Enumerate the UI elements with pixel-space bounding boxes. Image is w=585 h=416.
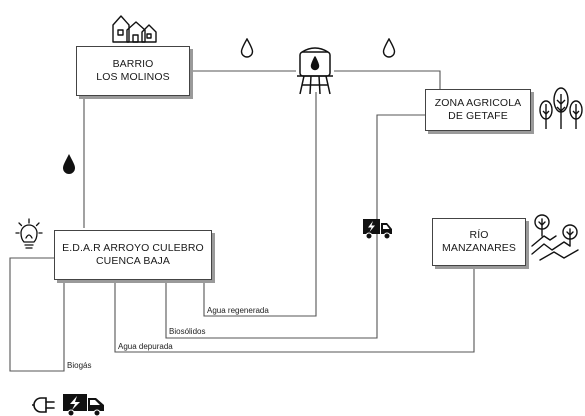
label-agua-depurada: Agua depurada xyxy=(118,342,173,351)
line-biogas xyxy=(9,257,65,372)
water-drop-icon xyxy=(382,38,396,58)
lightbulb-icon xyxy=(15,218,43,249)
river-trees-icon xyxy=(531,214,579,261)
node-barrio-line1: BARRIO xyxy=(112,58,154,71)
node-edar-line1: E.D.A.R ARROYO CULEBRO xyxy=(62,242,204,255)
line-biosolidos xyxy=(165,114,425,339)
node-barrio-line2: LOS MOLINOS xyxy=(96,71,170,83)
node-edar-line2: CUENCA BAJA xyxy=(95,255,171,267)
houses-icon xyxy=(112,15,157,43)
electric-truck-icon xyxy=(363,219,392,240)
node-zona-agricola: ZONA AGRICOLA DE GETAFE xyxy=(425,89,531,131)
line-tower-to-zona xyxy=(334,70,441,90)
water-tower-icon xyxy=(297,47,333,95)
node-barrio-los-molinos: BARRIO LOS MOLINOS xyxy=(76,46,190,96)
water-drop-icon xyxy=(63,154,75,174)
node-rio-line2: MANZANARES xyxy=(442,242,516,254)
line-agua-regenerada xyxy=(203,92,317,317)
trees-icon xyxy=(539,87,583,129)
plug-icon xyxy=(32,397,55,413)
label-biosolidos: Biosólidos xyxy=(169,327,206,336)
label-agua-regenerada: Agua regenerada xyxy=(207,306,269,315)
line-agua-depurada xyxy=(114,268,475,353)
node-rio-line1: RÍO xyxy=(469,229,489,242)
label-biogas: Biogás xyxy=(67,361,92,370)
water-drop-icon xyxy=(240,38,254,58)
node-zona-line1: ZONA AGRICOLA xyxy=(434,97,522,110)
electric-truck-icon xyxy=(63,394,104,416)
node-edar-arroyo-culebro: E.D.A.R ARROYO CULEBRO CUENCA BAJA xyxy=(54,230,212,280)
node-zona-line2: DE GETAFE xyxy=(448,110,508,122)
node-rio-manzanares: RÍO MANZANARES xyxy=(432,218,526,266)
